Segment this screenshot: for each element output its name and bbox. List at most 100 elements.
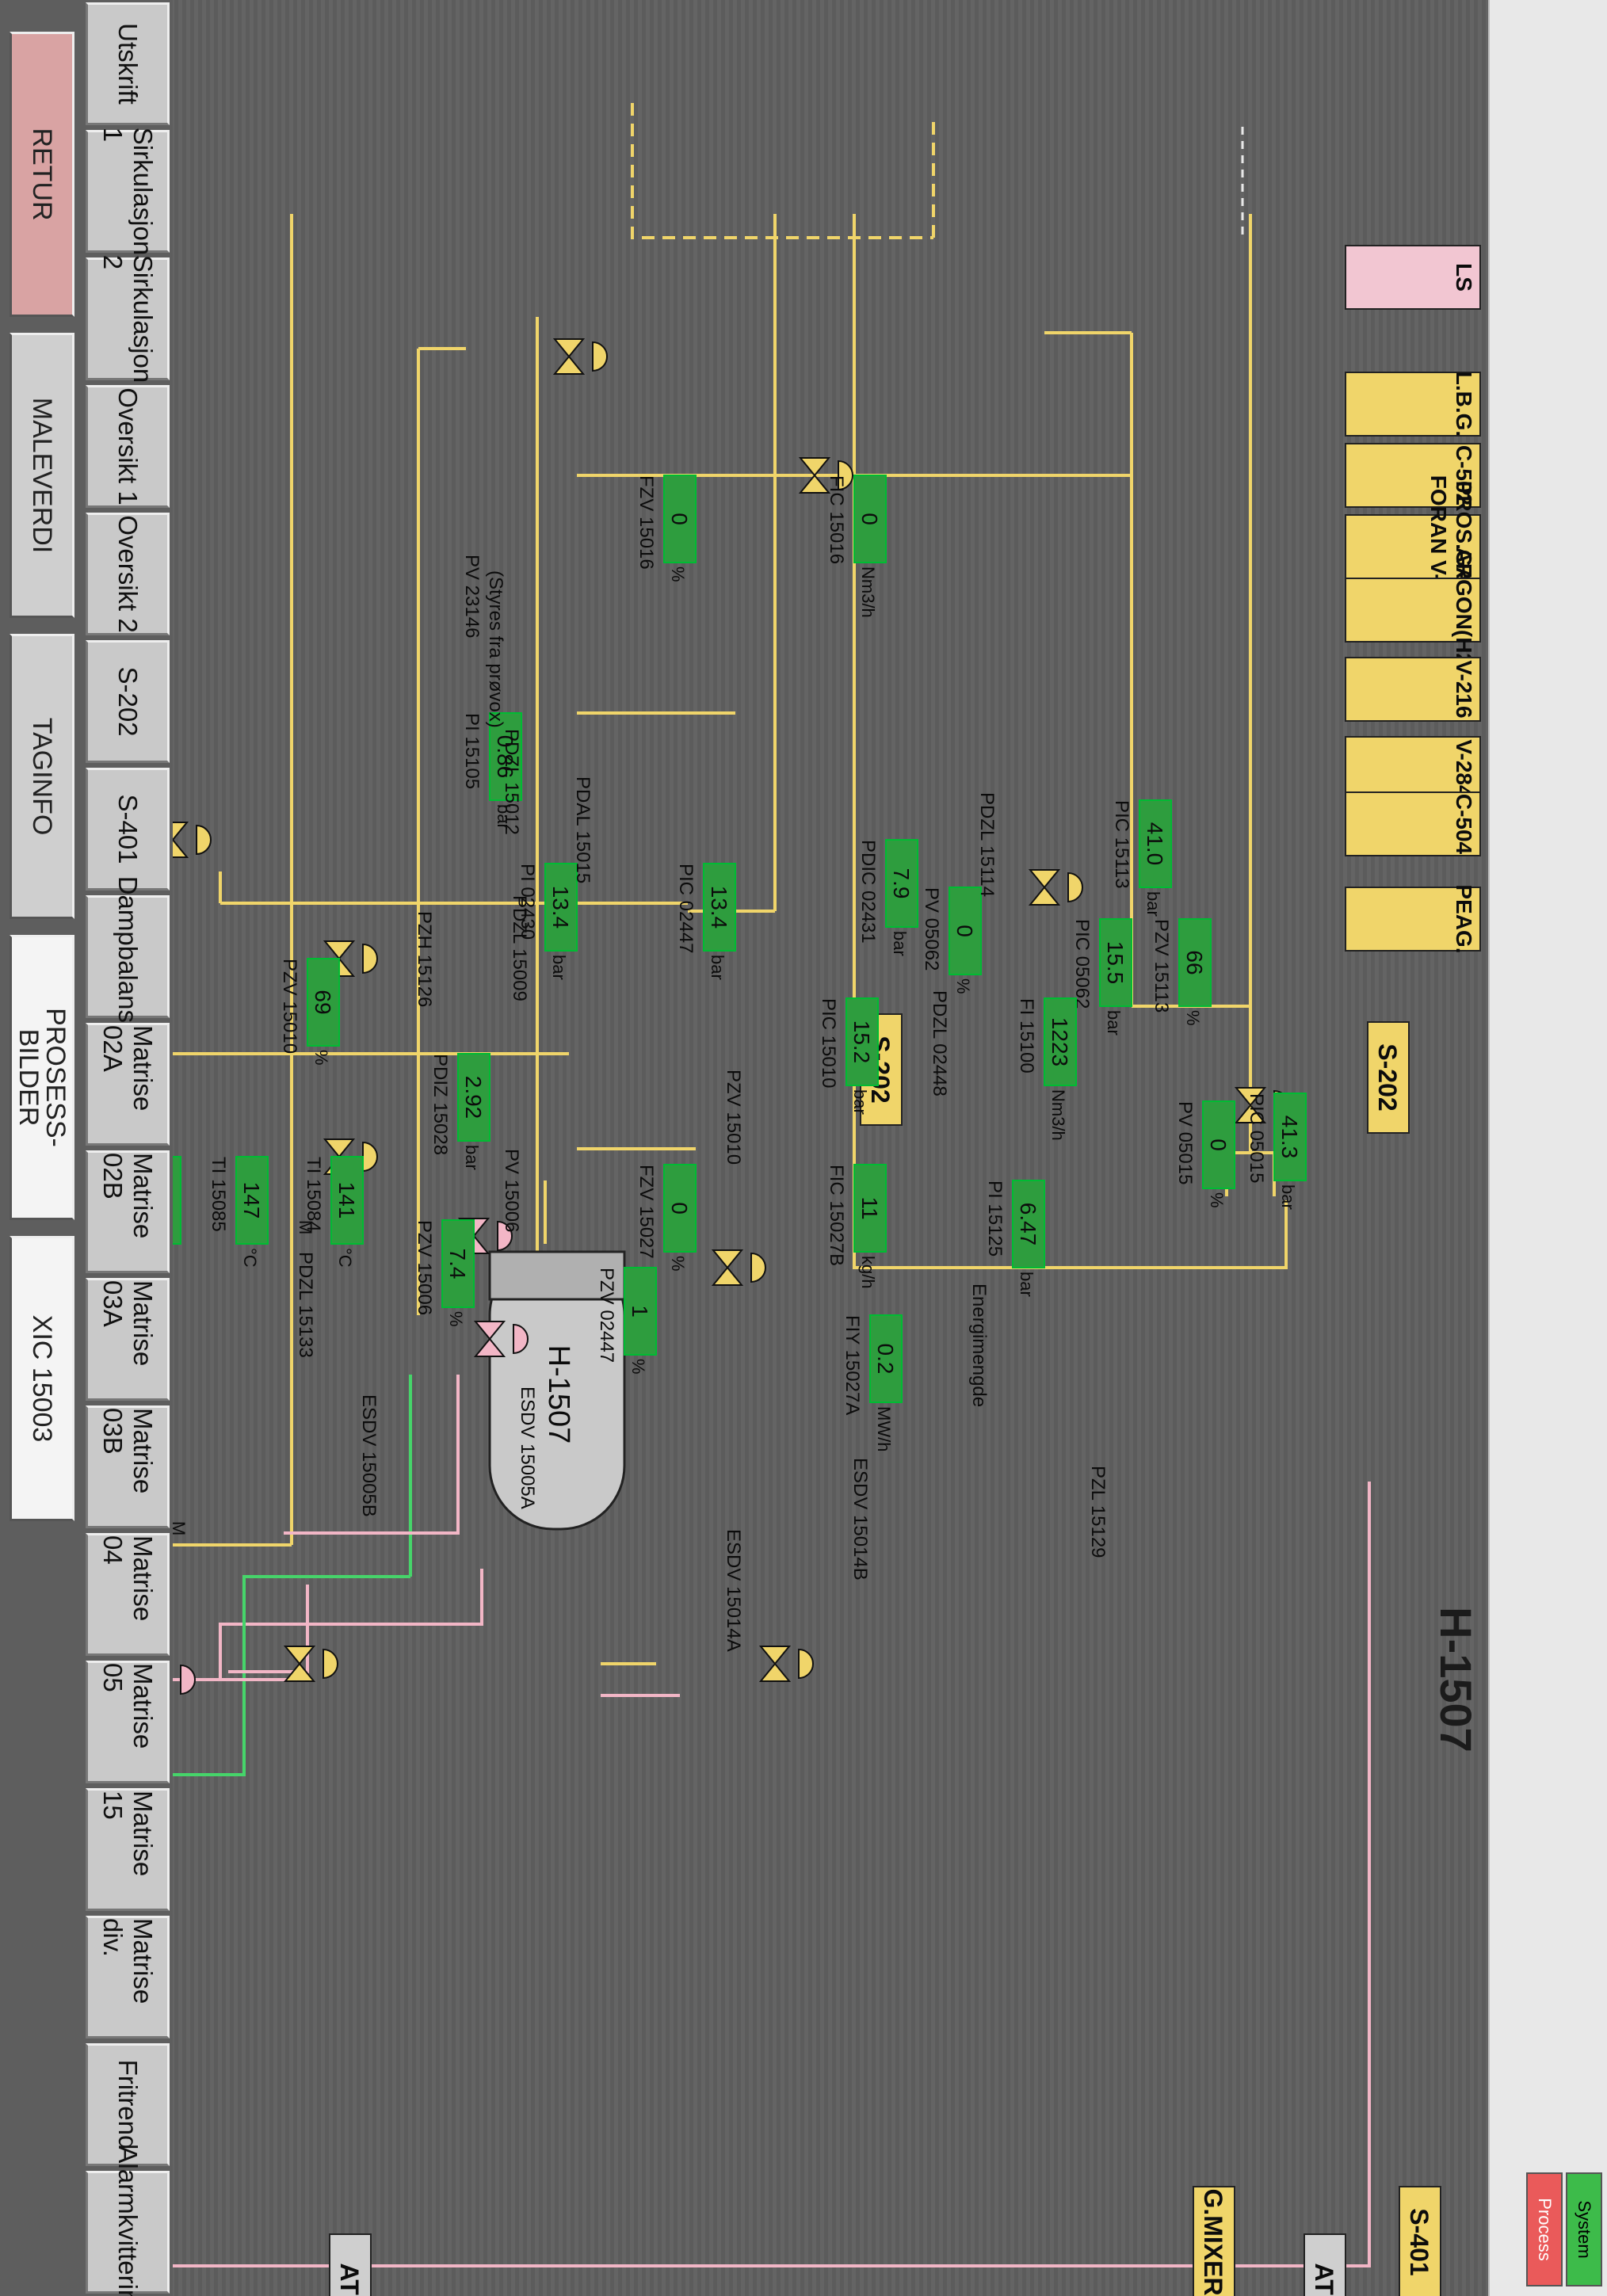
nav-btn-sirkulasjon-1[interactable]: Sirkulasjon 1 [86,128,170,255]
bottom-btn-taginfo[interactable]: TAGINFO [10,634,74,919]
nav-btn-matrise-05[interactable]: Matrise 05 [86,1661,170,1783]
actuator-icon [362,1141,378,1173]
nav-btn-matrise-div-[interactable]: Matrise div. [86,1916,170,2039]
tag-label-20: PDZL 15133 [295,1252,316,1358]
valve-fzv15016[interactable] [798,457,853,494]
nav-btn-oversikt-2[interactable]: Oversikt 2 [86,513,170,635]
dest-s401-box [1399,2186,1441,2296]
reading-tag-4: PIC 05062 [1071,919,1093,1009]
nav-btn-dampbalanse[interactable]: Dampbalanse [86,876,170,1037]
system-bar: System Process [1487,0,1607,2296]
reading-value-21: 0.85 [173,1179,177,1222]
tag-label-18: ESDV 15005A [517,1386,538,1509]
reading-box-9 [457,1053,490,1142]
valve-esdv15014b[interactable] [758,1646,814,1682]
pipe-lines [173,103,1371,2267]
nav-btn-matrise-03a[interactable]: Matrise 03A [86,1278,170,1401]
actuator-icon [196,824,212,856]
pipe [228,1585,309,1673]
reading-value-12: 0.86 [493,735,517,779]
reading-unit-13: bar [890,931,910,956]
tag-label-3: ESDV 15014A [723,1529,744,1652]
source-box-8 [1345,887,1481,952]
source-label-8: PEAG. [1452,884,1476,953]
page-title: H-1507 [1431,1607,1481,1753]
bottom-btn-maleverdi[interactable]: MALEVERDI [10,333,74,618]
reading-box-8 [307,958,340,1047]
tag-label-1: Energimengde [968,1283,990,1407]
bottom-btn-xic-15003[interactable]: XIC 15003 [10,1236,74,1521]
reading-unit-18: % [1183,1010,1203,1026]
reading-tag-7: PIC 15010 [818,998,839,1088]
reading-box-20 [235,1156,269,1245]
reading-tag-20: TI 15085 [208,1157,229,1232]
valve-esdv15130a[interactable] [173,1661,196,1698]
reading-box-12 [489,712,522,801]
reading-box-23 [441,1219,475,1308]
reading-unit-9: bar [462,1145,482,1170]
heater-label: H-1507 [542,1345,575,1444]
valve-esdv15014a[interactable] [283,1646,338,1682]
nav-btn-alarmkvittering[interactable]: Alarmkvittering [86,2145,170,2296]
dest-atm-1: ATM [335,2264,364,2296]
process-tab[interactable]: Process [1526,2172,1563,2286]
dest-atm-1-box [329,2233,372,2296]
reading-unit-15: bar [549,955,569,980]
reading-tag-0: PI 15125 [984,1180,1006,1257]
reading-value-5: 0 [952,925,977,937]
reading-box-0 [1012,1180,1045,1268]
valve-body [283,1646,316,1682]
system-tab[interactable]: System [1566,2172,1602,2286]
nav-btn-matrise-04[interactable]: Matrise 04 [86,1533,170,1656]
reading-tag-12: PI 15105 [461,713,483,789]
reading-unit-14: bar [708,955,727,980]
source-label-4: ARGON(H2) [1452,547,1476,673]
bottom-btn-prosess-bilder[interactable]: PROSESS- BILDER [10,935,74,1220]
valve-pzv15113[interactable] [552,338,608,375]
reading-unit-20: °C [240,1248,260,1268]
valve-pzv02447[interactable] [711,1249,766,1286]
actuator-icon [323,1648,338,1680]
reading-box-17 [1139,799,1172,888]
nav-btn-oversikt-1[interactable]: Oversikt 1 [86,385,170,508]
tag-label-4: PDZL 15009 [509,895,530,1001]
source-box-7 [1345,791,1481,856]
reading-value-20: 147 [239,1182,264,1219]
dest-s202-top: S-202 [1373,1043,1402,1111]
reading-tag-25: PV 05015 [1174,1101,1196,1184]
nav-btn-matrise-02b[interactable]: Matrise 02B [86,1150,170,1273]
dest-g-mixer: G.MIXER [1199,2188,1227,2295]
reading-box-25 [1202,1100,1235,1189]
reading-value-10: 0 [857,513,882,525]
process-canvas: H-1507S-202S-202T-204ATMATMG.MIXERS-401L… [0,0,1488,2296]
valve-body [173,822,189,858]
valve-pv23146[interactable] [173,822,212,858]
reading-box-16 [624,1267,657,1356]
nav-btn-sirkulasjon-2[interactable]: Sirkulasjon 2 [86,255,170,383]
bottom-btn-retur[interactable]: RETUR [10,32,74,317]
reading-unit-3: % [668,1256,688,1272]
reading-value-17: 41.0 [1143,822,1167,866]
nav-btn-matrise-02a[interactable]: Matrise 02A [86,1023,170,1146]
reading-box-19 [330,1156,364,1245]
nav-btn-s-401[interactable]: S-401 [86,768,170,891]
nav-btn-utskrift[interactable]: Utskrift [86,2,170,125]
valve-esdv15005a[interactable] [473,1321,529,1357]
reading-tag-19: TI 15084 [303,1157,324,1232]
reading-box-6 [1044,997,1077,1086]
source-label-1: L.B.G. [1452,372,1476,437]
nav-btn-matrise-03b[interactable]: Matrise 03B [86,1405,170,1528]
valve-pv05062[interactable] [1028,869,1083,906]
source-box-2 [1345,443,1481,508]
actuator-icon [750,1252,766,1283]
reading-unit-16: % [628,1359,648,1375]
reading-tag-17: PIC 15113 [1111,800,1132,889]
reading-unit-4: bar [1104,1010,1124,1035]
reading-value-2: 0.2 [873,1344,898,1375]
nav-btn-s-202[interactable]: S-202 [86,640,170,763]
reading-unit-8: % [311,1050,331,1066]
nav-btn-matrise-15[interactable]: Matrise 15 [86,1788,170,1911]
valve-body [473,1321,506,1357]
reading-unit-5: % [953,978,973,994]
reading-unit-10: Nm3/h [858,566,878,618]
